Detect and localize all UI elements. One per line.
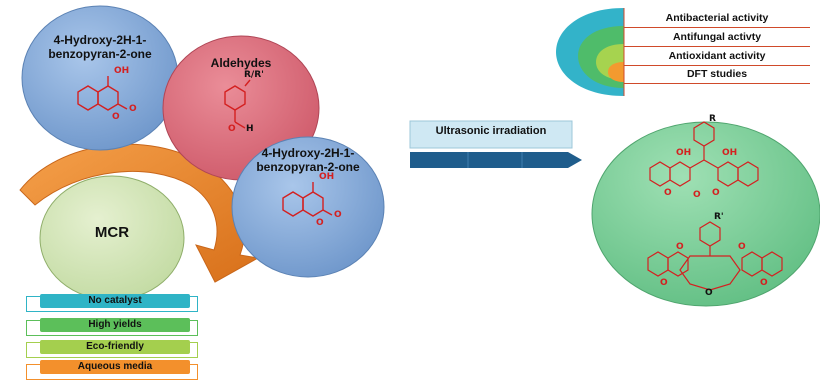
coumarin-top-line1: 4-Hydroxy-2H-1-: [53, 33, 147, 47]
coumarin-top-oh: OH: [114, 66, 130, 76]
product-circle: [591, 121, 820, 307]
product-bottom-o-right: O: [738, 242, 746, 252]
coumarin-bottom-line1: 4-Hydroxy-2H-1-: [261, 146, 355, 160]
coumarin-top-o-ring: O: [112, 112, 120, 122]
aldehydes-label: Aldehydes: [210, 56, 272, 70]
product-top-o2: O: [693, 190, 701, 200]
product-bottom-o-left: O: [676, 242, 684, 252]
product-top-oh-left: OH: [676, 148, 692, 158]
structure-product-bottom: [647, 221, 783, 291]
structure-product-top: [649, 121, 759, 187]
coumarin-bottom-oh: OH: [319, 172, 335, 182]
product-bottom-o-center: O: [705, 288, 713, 298]
product-bottom-o4: O: [660, 278, 668, 288]
activity-shape-4: [608, 62, 624, 82]
coumarin-bottom-o-ring: O: [316, 218, 324, 228]
product-top-oh-right: OH: [722, 148, 738, 158]
aldehyde-substituent: R/R': [244, 70, 264, 80]
structure-coumarin-top: [77, 76, 128, 111]
activity-antioxidant: Antioxidant activity: [624, 48, 810, 66]
activity-dft: DFT studies: [624, 66, 810, 84]
coumarin-bottom-o-carbonyl: O: [334, 210, 342, 220]
mcr-label: MCR: [94, 224, 130, 241]
aldehyde-o: O: [228, 124, 236, 134]
activity-antibacterial: Antibacterial activity: [624, 10, 810, 28]
structure-aldehyde: [224, 79, 251, 129]
product-top-o1: O: [664, 188, 672, 198]
ultrasonic-label: Ultrasonic irradiation: [435, 125, 547, 137]
activity-antifungal: Antifungal activty: [624, 29, 810, 47]
reactant-circle-coumarin-top: [21, 5, 179, 151]
aldehyde-h: H: [246, 124, 254, 134]
coumarin-top-label: 4-Hydroxy-2H-1- benzopyran-2-one: [40, 33, 160, 61]
coumarin-top-line2: benzopyran-2-one: [48, 47, 152, 61]
reaction-arrow: [410, 152, 582, 168]
coumarin-top-o-carbonyl: O: [129, 104, 137, 114]
condition-no-catalyst: No catalyst: [40, 294, 190, 308]
condition-aqueous-media: Aqueous media: [40, 360, 190, 374]
product-top-o3: O: [712, 188, 720, 198]
reactant-circle-coumarin-bottom: [231, 136, 385, 278]
coumarin-bottom-line2: benzopyran-2-one: [256, 160, 360, 174]
condition-eco-friendly: Eco-friendly: [40, 340, 190, 354]
product-bottom-r: R': [714, 212, 724, 222]
condition-high-yields: High yields: [40, 318, 190, 332]
ultrasonic-banner: [409, 120, 573, 149]
structure-coumarin-bottom: [282, 182, 333, 217]
coumarin-bottom-label: 4-Hydroxy-2H-1- benzopyran-2-one: [248, 146, 368, 174]
product-top-r: R: [709, 114, 716, 124]
product-bottom-o5: O: [760, 278, 768, 288]
